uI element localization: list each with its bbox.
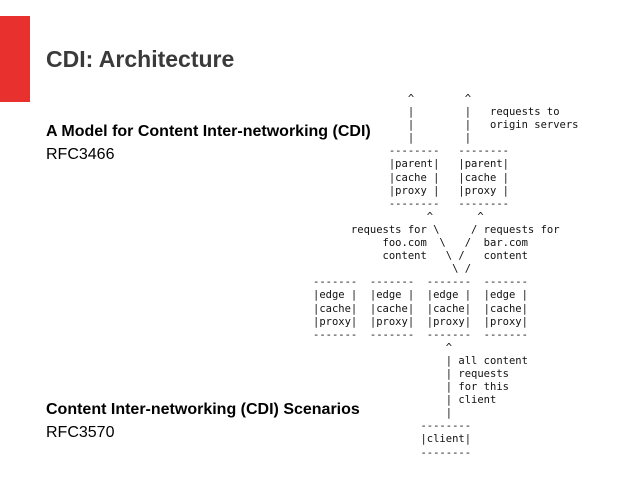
diagram-line: |client| [313, 433, 472, 446]
diagram-line: | [313, 407, 453, 420]
diagram-line: |parent| |parent| [313, 158, 509, 171]
cdi-architecture-ascii-diagram: ^ ^ | | requests to | | origin servers |… [313, 93, 579, 460]
rfc3570-heading: Content Inter-networking (CDI) Scenarios [46, 401, 360, 418]
diagram-line: | | origin servers [313, 119, 579, 132]
diagram-line: ^ ^ [313, 210, 484, 223]
diagram-line: requests for \ / requests for [313, 223, 560, 236]
diagram-line: ------- ------- ------- ------- [313, 276, 528, 289]
diagram-line: |proxy| |proxy| |proxy| |proxy| [313, 315, 528, 328]
rfc3570-label: RFC3570 [46, 424, 115, 441]
diagram-line: | for this [313, 381, 509, 394]
rfc3570-section: Content Inter-networking (CDI) Scenarios… [46, 398, 360, 444]
diagram-line: ------- ------- ------- ------- [313, 328, 528, 341]
diagram-line: -------- -------- [313, 197, 509, 210]
diagram-line: \ / [313, 263, 472, 276]
diagram-line: |edge | |edge | |edge | |edge | [313, 289, 528, 302]
slide-title: CDI: Architecture [46, 46, 235, 72]
rfc3466-heading: A Model for Content Inter-networking (CD… [46, 123, 371, 140]
rfc3466-label: RFC3466 [46, 146, 115, 163]
rfc3466-section: A Model for Content Inter-networking (CD… [46, 120, 371, 166]
diagram-line: | requests [313, 367, 509, 380]
diagram-line: foo.com \ / bar.com [313, 237, 528, 250]
diagram-line: | all content [313, 354, 528, 367]
diagram-line: content \ / content [313, 250, 528, 263]
diagram-line: | client [313, 394, 497, 407]
diagram-line: ^ ^ [313, 93, 472, 105]
accent-bar [0, 16, 30, 102]
diagram-line: |proxy | |proxy | [313, 184, 509, 197]
diagram-line: |cache | |cache | [313, 171, 509, 184]
diagram-line: |cache| |cache| |cache| |cache| [313, 302, 528, 315]
diagram-line: ^ [313, 341, 453, 354]
diagram-line: -------- [313, 420, 472, 433]
diagram-line: | | requests to [313, 106, 560, 119]
diagram-line: -------- [313, 446, 472, 459]
diagram-line: -------- -------- [313, 145, 509, 158]
diagram-line: | | [313, 132, 472, 145]
